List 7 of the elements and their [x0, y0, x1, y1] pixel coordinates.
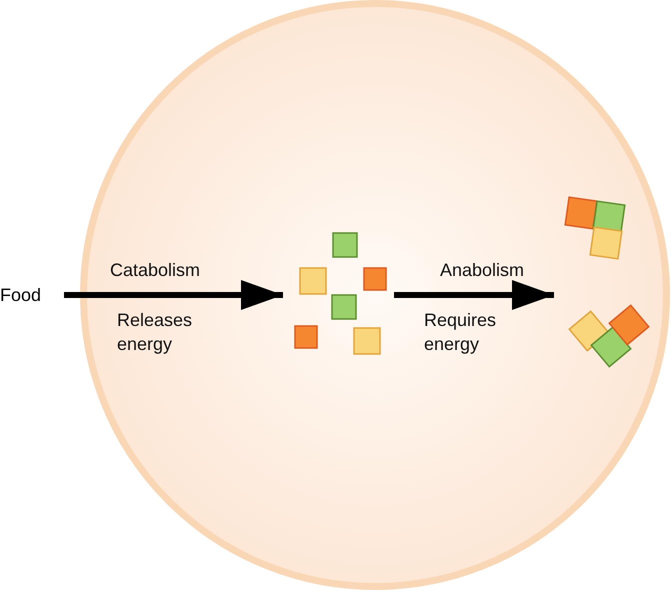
note-text: Releases energy [117, 309, 194, 356]
note-text: Requires energy [424, 309, 498, 356]
edge-label: Catabolism [110, 259, 200, 282]
arrow [394, 280, 554, 310]
edge-label: Anabolism [440, 259, 524, 282]
arrow [64, 280, 283, 310]
food-label: Food [0, 282, 50, 308]
